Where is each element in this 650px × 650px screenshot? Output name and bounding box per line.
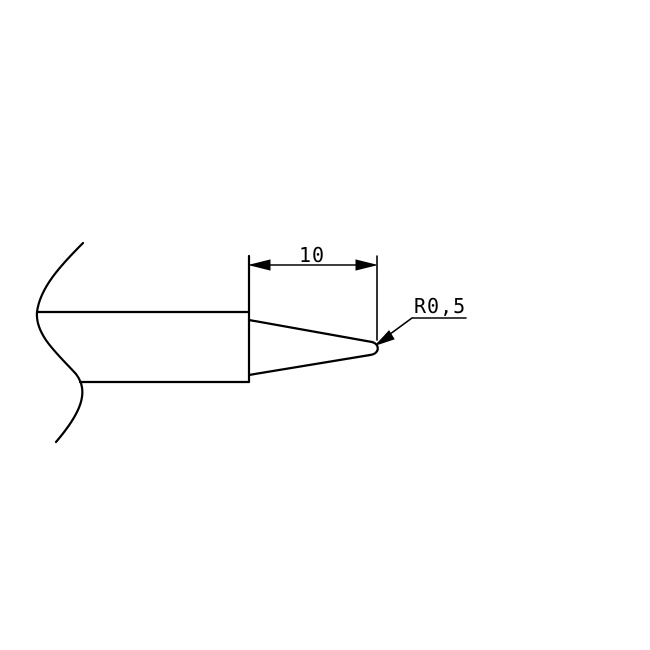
tip-upper-flank	[247, 318, 374, 344]
dimension-arrow-left	[249, 259, 271, 271]
dimension-length-label: 10	[299, 243, 325, 267]
tip-radius-arc	[368, 340, 379, 357]
tip-lower-flank	[247, 353, 372, 377]
radius-arrow	[375, 330, 395, 346]
tip-radius-label: R0,5	[414, 294, 466, 318]
break-line	[35, 241, 85, 444]
dimension-arrow-right	[355, 259, 377, 271]
